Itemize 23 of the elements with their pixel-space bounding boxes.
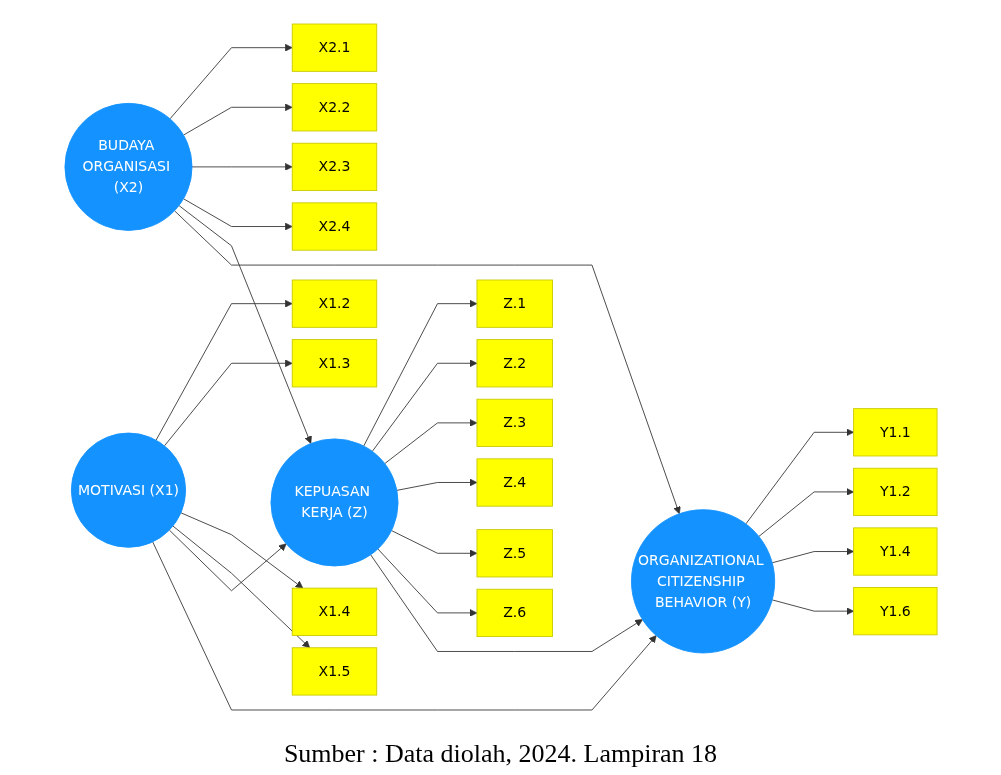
node-circle: ORGANIZATIONAL CITIZENSHIP BEHAVIOR (Y) (630, 508, 775, 653)
node-box: Z.1 (476, 279, 553, 328)
node-box: X2.1 (291, 23, 377, 72)
node-box: Z.6 (476, 588, 553, 637)
node-box: X2.4 (291, 201, 377, 251)
node-box: Z.2 (476, 338, 553, 387)
node-box: X2.2 (291, 82, 377, 131)
node-box: Z.5 (476, 528, 553, 577)
node-circle: BUDAYA ORGANISASI (X2) (64, 102, 192, 231)
node-box: Y1.2 (852, 467, 937, 516)
node-box: Y1.4 (852, 526, 937, 576)
node-box: Z.4 (476, 457, 553, 507)
node-box: X1.2 (291, 279, 377, 328)
node-box: X1.4 (291, 587, 377, 636)
node-circle: KEPUASAN KERJA (Z) (270, 437, 398, 566)
node-box: Z.3 (476, 398, 553, 447)
node-box: X1.3 (291, 338, 377, 387)
caption: Sumber : Data diolah, 2024. Lampiran 18 (283, 738, 718, 770)
node-box: X2.3 (291, 142, 377, 191)
node-box: X1.5 (291, 646, 377, 696)
node-box: Y1.1 (852, 407, 937, 456)
node-box: Y1.6 (852, 586, 937, 635)
node-circle: MOTIVASI (X1) (70, 432, 186, 548)
